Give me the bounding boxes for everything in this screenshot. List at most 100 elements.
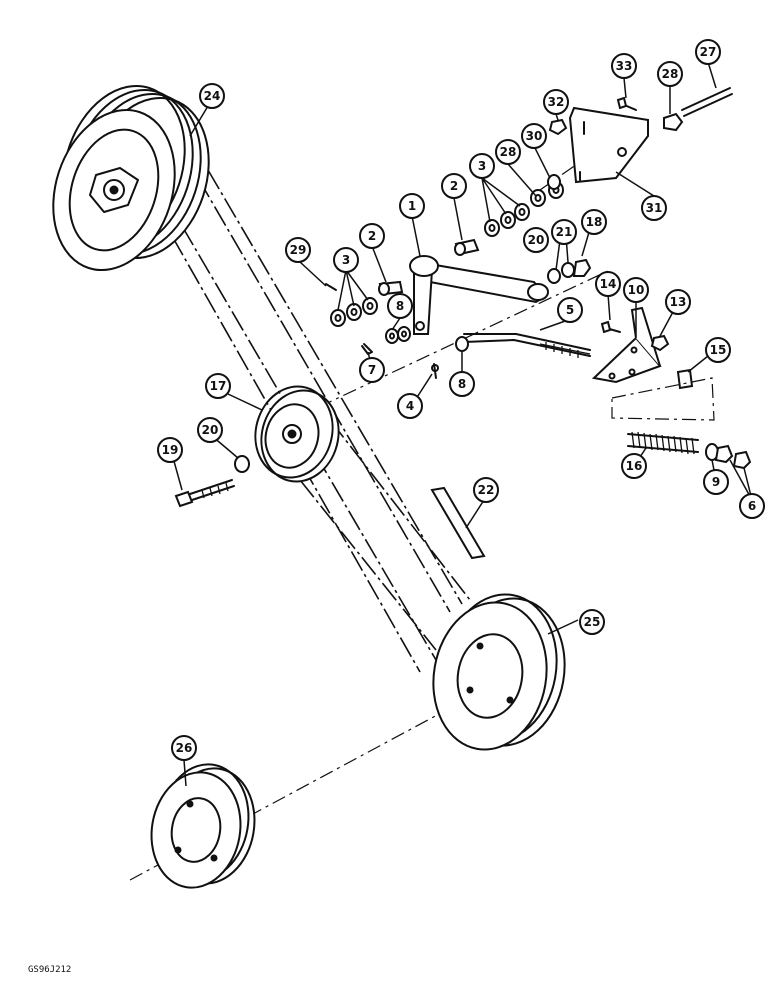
- svg-text:7: 7: [368, 363, 376, 377]
- callout-25: 25: [579, 609, 605, 635]
- callout-8-lower: 8: [449, 371, 475, 397]
- svg-text:18: 18: [586, 215, 603, 229]
- washer-30: [547, 174, 561, 190]
- svg-text:4: 4: [406, 399, 414, 413]
- callout-8-upper: 8: [387, 293, 413, 319]
- svg-text:21: 21: [556, 225, 573, 239]
- svg-text:8: 8: [458, 377, 466, 391]
- nut-28-upper: [663, 112, 684, 132]
- svg-text:32: 32: [548, 95, 565, 109]
- svg-text:20: 20: [528, 233, 545, 247]
- callout-17: 17: [205, 373, 231, 399]
- callout-33: 33: [611, 53, 637, 79]
- rod-5: [455, 333, 591, 358]
- callout-10: 10: [623, 277, 649, 303]
- nut-13: [650, 334, 670, 352]
- callout-16: 16: [621, 453, 647, 479]
- callout-13: 13: [665, 289, 691, 315]
- figure-code: GS96J212: [28, 965, 71, 975]
- svg-text:15: 15: [710, 343, 727, 357]
- callout-2-lower: 2: [359, 223, 385, 249]
- callout-27: 27: [695, 39, 721, 65]
- grease-fitting-4: [431, 363, 439, 379]
- svg-text:25: 25: [584, 615, 601, 629]
- svg-text:30: 30: [526, 129, 543, 143]
- callout-28-mid: 28: [495, 139, 521, 165]
- callout-29: 29: [285, 237, 311, 263]
- cotter-pin-7: [361, 343, 373, 355]
- svg-text:9: 9: [712, 475, 720, 489]
- nut-6b: [732, 450, 752, 470]
- callout-21-upper: 20: [523, 227, 549, 253]
- tensioner-arm-1: [409, 255, 549, 335]
- callout-22: 22: [473, 477, 499, 503]
- pin-29: [325, 283, 337, 291]
- callout-28-top: 28: [657, 61, 683, 87]
- callout-7: 7: [359, 357, 385, 383]
- callout-4: 4: [397, 393, 423, 419]
- callout-32: 32: [543, 89, 569, 115]
- svg-text:22: 22: [478, 483, 495, 497]
- washers-3-upper: [484, 181, 564, 237]
- svg-text:10: 10: [628, 283, 645, 297]
- callout-26: 26: [171, 735, 197, 761]
- nut-6a: [714, 444, 734, 464]
- mounting-plate-31: [568, 106, 649, 184]
- bolt-14: [600, 320, 621, 334]
- callout-9: 9: [703, 469, 729, 495]
- idler-pulley-17: [254, 385, 340, 483]
- callout-20: 21: [551, 219, 577, 245]
- svg-text:20: 20: [202, 423, 219, 437]
- svg-text:3: 3: [342, 253, 350, 267]
- svg-text:14: 14: [600, 277, 617, 291]
- svg-text:17: 17: [210, 379, 227, 393]
- svg-text:8: 8: [396, 299, 404, 313]
- assembly-frame: [611, 377, 715, 421]
- plate-15: [676, 368, 694, 390]
- svg-text:26: 26: [176, 741, 193, 755]
- svg-text:33: 33: [616, 59, 633, 73]
- svg-text:2: 2: [368, 229, 376, 243]
- callout-24: 24: [199, 83, 225, 109]
- svg-text:24: 24: [204, 89, 221, 103]
- belt-segment-22: [430, 486, 486, 560]
- callout-30: 30: [521, 123, 547, 149]
- svg-text:3: 3: [478, 159, 486, 173]
- spring-16: [627, 431, 699, 455]
- pulley-25: [432, 593, 566, 751]
- callout-14: 14: [595, 271, 621, 297]
- callout-3-upper: 3: [469, 153, 495, 179]
- callout-3-lower: 3: [333, 247, 359, 273]
- svg-text:13: 13: [670, 295, 687, 309]
- pulley-24: [52, 84, 210, 272]
- callout-5: 5: [557, 297, 583, 323]
- bolt-19: [174, 479, 235, 508]
- svg-text:16: 16: [626, 459, 643, 473]
- callout-19: 19: [157, 437, 183, 463]
- svg-text:28: 28: [662, 67, 679, 81]
- svg-text:19: 19: [162, 443, 179, 457]
- callout-21-lower: 20: [197, 417, 223, 443]
- svg-text:5: 5: [566, 303, 574, 317]
- svg-text:27: 27: [700, 45, 717, 59]
- callout-31: 31: [641, 195, 667, 221]
- svg-text:31: 31: [646, 201, 663, 215]
- svg-text:6: 6: [748, 499, 756, 513]
- idler-belt: [299, 419, 471, 651]
- washers-3-lower: [330, 297, 411, 344]
- washer-nut-stack: [547, 258, 592, 284]
- svg-text:1: 1: [408, 199, 416, 213]
- pulley-26: [150, 763, 256, 889]
- stud-27: [681, 87, 733, 117]
- svg-text:28: 28: [500, 145, 517, 159]
- callout-2-upper: 2: [441, 173, 467, 199]
- bushing-2a: [454, 238, 480, 256]
- bushing-2b: [378, 280, 404, 296]
- svg-text:29: 29: [290, 243, 307, 257]
- callout-1: 1: [399, 193, 425, 219]
- bolt-33: [616, 96, 637, 111]
- washer-21-lower: [234, 455, 250, 473]
- callout-6: 6: [739, 493, 765, 519]
- bracket-10: [591, 306, 662, 384]
